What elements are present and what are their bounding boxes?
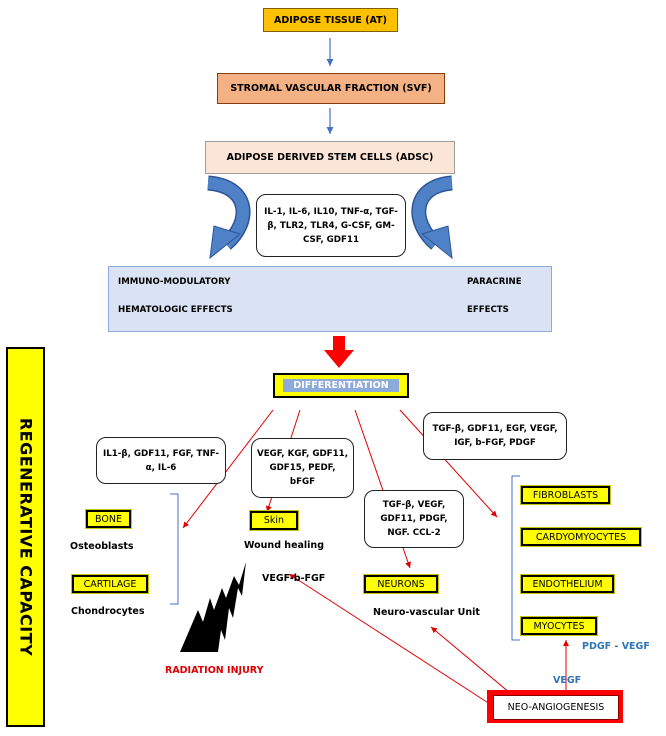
- regenerative-capacity-bar: REGENERATIVE CAPACITY: [6, 347, 45, 727]
- differentiation-box: DIFFERENTIATION: [273, 373, 409, 398]
- adipose-tissue-box: ADIPOSE TISSUE (AT): [263, 8, 398, 32]
- neo-angiogenesis-label: NEO-ANGIOGENESIS: [493, 695, 619, 720]
- adsc-cytokines-box: IL-1, IL-6, IL10, TNF-α, TGF-β, TLR2, TL…: [256, 194, 406, 257]
- fibroblasts-label: FIBROBLASTS: [520, 485, 611, 505]
- wound-healing-label: Wound healing: [244, 540, 324, 551]
- chondrocytes-label: Chondrocytes: [71, 606, 145, 617]
- myocytes-label: MYOCYTES: [520, 616, 598, 636]
- endothelium-label: ENDOTHELIUM: [520, 574, 615, 594]
- cardio-cytokines-box: TGF-β, GDF11, EGF, VEGF, IGF, b-FGF, PDG…: [423, 412, 567, 460]
- bone-cytokines-box: IL1-β, GDF11, FGF, TNF-α, IL-6: [96, 437, 226, 484]
- cardiomyocytes-label: CARDYOMYOCYTES: [520, 527, 642, 547]
- neurovascular-label: Neuro-vascular Unit: [373, 607, 480, 618]
- skin-label: Skin: [249, 510, 299, 531]
- neurons-label: NEURONS: [363, 574, 439, 594]
- radiation-injury-label: RADIATION INJURY: [165, 665, 264, 676]
- bracket-bone: [170, 493, 179, 605]
- regenerative-capacity-label: REGENERATIVE CAPACITY: [16, 417, 35, 657]
- radiation-injury-shape: [180, 562, 246, 652]
- neo-angiogenesis-box: NEO-ANGIOGENESIS: [487, 690, 623, 723]
- neuron-cytokines-box: TGF-β, VEGF, GDF11, PDGF, NGF. CCL-2: [364, 490, 464, 548]
- pdgf-vegf-label: PDGF - VEGF: [582, 641, 650, 652]
- differentiation-label: DIFFERENTIATION: [283, 379, 399, 392]
- bracket-cardio: [511, 475, 520, 641]
- osteoblasts-label: Osteoblasts: [70, 541, 134, 552]
- skin-cytokines-box: VEGF, KGF, GDF11, GDF15, PEDF, bFGF: [251, 438, 354, 498]
- effects-panel: IMMUNO-MODULATORY HEMATOLOGIC EFFECTS PA…: [108, 266, 552, 332]
- hematologic-label: HEMATOLOGIC EFFECTS: [118, 305, 233, 315]
- adsc-box: ADIPOSE DERIVED STEM CELLS (ADSC): [205, 141, 455, 174]
- curved-arrow-left: [206, 175, 251, 260]
- bone-label: BONE: [85, 509, 132, 529]
- immuno-label: IMMUNO-MODULATORY: [118, 277, 231, 287]
- svf-box: STROMAL VASCULAR FRACTION (SVF): [217, 73, 445, 104]
- red-down-arrow: [324, 336, 354, 368]
- paracrine-effects-label: EFFECTS: [467, 305, 509, 315]
- paracrine-label: PARACRINE: [467, 277, 522, 287]
- curved-arrow-right: [411, 175, 454, 260]
- cartilage-label: CARTILAGE: [71, 574, 149, 594]
- vegf-label: VEGF: [553, 675, 582, 686]
- vegf-bfgf-label: VEGF-b-FGF: [262, 573, 326, 584]
